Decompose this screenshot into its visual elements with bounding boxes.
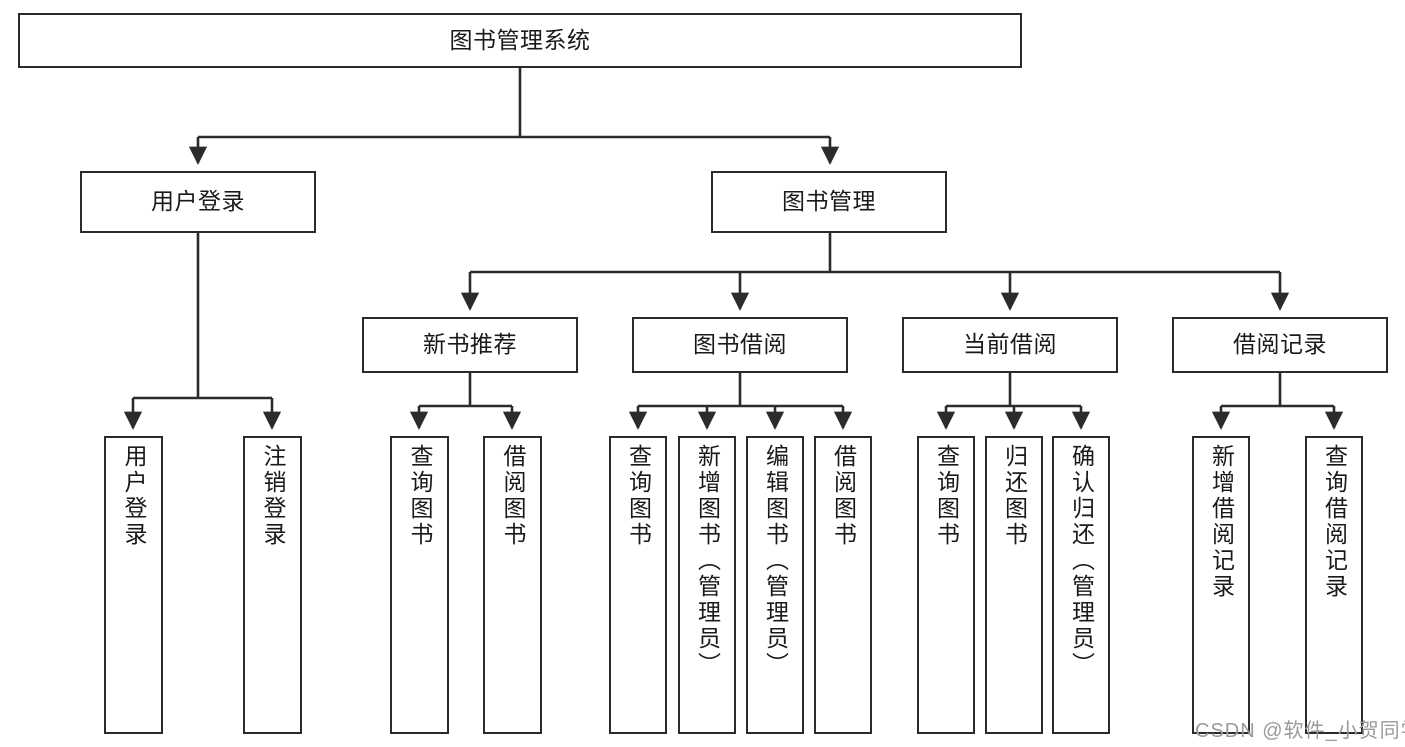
node-root[interactable]: 图书管理系统 [18,13,1022,68]
node-leaf-logout-login[interactable]: 注销登录 [243,436,302,734]
node-user-login-label: 用户登录 [151,188,245,215]
node-leaf-logout-login-label: 注销登录 [260,444,286,548]
node-user-login[interactable]: 用户登录 [80,171,316,233]
node-current-borrow-label: 当前借阅 [963,331,1057,358]
node-leaf-query-book-borrow[interactable]: 查询图书 [609,436,667,734]
node-book-management[interactable]: 图书管理 [711,171,947,233]
node-root-label: 图书管理系统 [449,26,591,53]
node-leaf-return-book[interactable]: 归还图书 [985,436,1043,734]
node-leaf-add-book-admin-label: 新增图书（管理员） [694,444,721,678]
node-leaf-borrow-book-recommend[interactable]: 借阅图书 [483,436,542,734]
node-leaf-query-book-current[interactable]: 查询图书 [917,436,975,734]
node-leaf-add-borrow-record[interactable]: 新增借阅记录 [1192,436,1250,734]
node-new-book-recommend[interactable]: 新书推荐 [362,317,578,373]
node-leaf-query-book-recommend-label: 查询图书 [407,444,433,548]
node-leaf-query-book-current-label: 查询图书 [933,444,960,548]
node-leaf-query-borrow-record-label: 查询借阅记录 [1321,444,1348,600]
node-book-borrow[interactable]: 图书借阅 [632,317,848,373]
node-leaf-borrow-book[interactable]: 借阅图书 [814,436,872,734]
node-book-management-label: 图书管理 [782,188,876,215]
node-leaf-query-borrow-record[interactable]: 查询借阅记录 [1305,436,1363,734]
node-new-book-recommend-label: 新书推荐 [423,331,517,358]
node-current-borrow[interactable]: 当前借阅 [902,317,1118,373]
node-borrow-record-label: 借阅记录 [1233,331,1327,358]
node-leaf-confirm-return-admin[interactable]: 确认归还（管理员） [1052,436,1110,734]
node-leaf-borrow-book-recommend-label: 借阅图书 [500,444,526,548]
node-leaf-user-login[interactable]: 用户登录 [104,436,163,734]
node-book-borrow-label: 图书借阅 [693,331,787,358]
node-leaf-edit-book-admin-label: 编辑图书（管理员） [762,444,789,678]
node-leaf-query-book-recommend[interactable]: 查询图书 [390,436,449,734]
node-borrow-record[interactable]: 借阅记录 [1172,317,1388,373]
watermark-text: CSDN @软件_小贺同学 [1195,720,1405,742]
node-leaf-query-book-borrow-label: 查询图书 [625,444,652,548]
node-leaf-add-borrow-record-label: 新增借阅记录 [1208,444,1235,600]
node-leaf-add-book-admin[interactable]: 新增图书（管理员） [678,436,736,734]
node-leaf-user-login-label: 用户登录 [121,444,147,548]
node-leaf-borrow-book-label: 借阅图书 [830,444,857,548]
node-leaf-confirm-return-admin-label: 确认归还（管理员） [1068,444,1095,678]
node-leaf-edit-book-admin[interactable]: 编辑图书（管理员） [746,436,804,734]
node-leaf-return-book-label: 归还图书 [1001,444,1028,548]
